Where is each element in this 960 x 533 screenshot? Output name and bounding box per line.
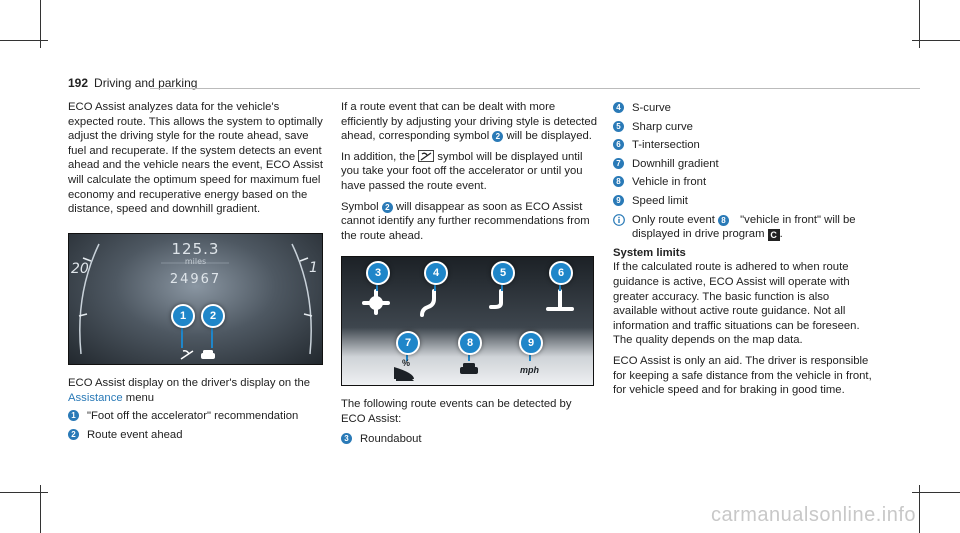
callout-badge: 6: [613, 139, 624, 151]
list-item: 6 T-intersection: [613, 138, 875, 153]
foot-off-accelerator-icon: [418, 149, 435, 162]
crop-mark: [0, 492, 48, 493]
paragraph-route-event: If a route event that can be dealt with …: [341, 100, 597, 144]
assistance-menu-link[interactable]: Assistance: [68, 391, 123, 404]
marker-8: 8: [458, 331, 482, 355]
route-events-figure: 3 4 5 6 7 8 9 % mph: [341, 256, 594, 386]
marker-stem: [211, 322, 213, 348]
system-limits-heading: System limits: [613, 246, 686, 259]
text: will be displayed.: [506, 130, 592, 143]
list-item: 4 S-curve: [613, 101, 875, 116]
callout-badge: 2: [381, 201, 393, 213]
percent-label: %: [402, 358, 411, 368]
text: If a route event that can be dealt with …: [341, 101, 597, 143]
eco-assist-display-figure: 125.3 miles 24967 20 1 1 2: [68, 233, 323, 365]
marker-7: 7: [396, 331, 420, 355]
dial-right-label: 1: [309, 260, 318, 276]
marker-1: 1: [171, 304, 195, 328]
caption-text: ECO Assist display on the driver's displ…: [68, 377, 311, 389]
crop-mark: [40, 485, 41, 533]
marker-stem: [529, 349, 531, 361]
section-title: Driving and parking: [94, 76, 198, 90]
crop-mark: [912, 40, 960, 41]
text: "vehicle in front" will be displayed in …: [632, 213, 856, 241]
list-item-text: Route event ahead: [87, 428, 183, 441]
info-icon: [613, 213, 625, 226]
header-rule: [150, 88, 920, 89]
list-item-text: Speed limit: [632, 194, 688, 207]
crop-mark: [919, 485, 920, 533]
list-item-text: Roundabout: [360, 433, 422, 446]
mph-label: mph: [520, 365, 539, 375]
gauge-decoration: [78, 243, 313, 355]
column-3: 4 S-curve 5 Sharp curve 6 T-intersection…: [613, 101, 875, 404]
list-item-text: Vehicle in front: [632, 176, 707, 189]
odometer-readout: 24967: [169, 272, 222, 287]
callout-badge: 2: [492, 131, 504, 143]
list-item-text: "Foot off the accelerator" recommendatio…: [87, 410, 299, 423]
list-item-text: Downhill gradient: [632, 157, 719, 170]
list-item: 9 Speed limit: [613, 194, 875, 209]
foot-off-and-car-icon: [180, 350, 215, 360]
column-1: ECO Assist analyzes data for the vehicle…: [68, 100, 324, 223]
marker-5: 5: [491, 261, 515, 285]
list-item: 2 Route event ahead: [68, 428, 328, 443]
callout-badge: 8: [613, 176, 624, 188]
crop-mark: [919, 0, 920, 48]
drive-program-c-icon: C: [767, 229, 780, 242]
column-2: If a route event that can be dealt with …: [341, 100, 597, 249]
marker-9: 9: [519, 331, 543, 355]
system-limits-paragraph: If the calculated route is adhered to wh…: [613, 261, 860, 347]
callout-badge: 1: [68, 410, 79, 422]
marker-3: 3: [366, 261, 390, 285]
list-item: 3 Roundabout: [341, 432, 597, 447]
intro-paragraph: ECO Assist analyzes data for the vehicle…: [68, 101, 323, 216]
page-header: 192 Driving and parking: [68, 76, 197, 90]
speed-readout: 125.3: [171, 240, 220, 258]
note: Only route event 8 "vehicle in front" wi…: [613, 213, 875, 242]
text: will disappear as soon as ECO Assist can…: [341, 200, 590, 242]
following-paragraph: The following route events can be detect…: [341, 398, 572, 425]
text: Only route event: [632, 213, 715, 226]
callout-badge: 4: [613, 102, 624, 113]
callout-badge: 9: [613, 194, 624, 206]
marker-stem: [406, 349, 408, 361]
crop-mark: [912, 492, 960, 493]
marker-2: 2: [201, 304, 225, 328]
text: In addition, the: [341, 150, 416, 163]
callout-badge: 2: [68, 428, 79, 440]
figure-caption: ECO Assist display on the driver's displ…: [68, 376, 328, 405]
route-event-icons: [362, 289, 574, 381]
figure-2-following: The following route events can be detect…: [341, 397, 597, 451]
caption-suffix: menu: [125, 391, 155, 404]
callout-badge: 7: [613, 157, 624, 169]
callout-badge: 5: [613, 120, 624, 132]
list-item-text: S-curve: [632, 102, 671, 114]
callout-badge: 3: [341, 433, 352, 445]
note-text: Only route event 8 "vehicle in front" wi…: [632, 213, 856, 242]
page-number: 192: [68, 76, 89, 90]
unit-label: miles: [184, 257, 207, 266]
list-item: 5 Sharp curve: [613, 120, 875, 135]
crop-mark: [40, 0, 41, 48]
figure-1-caption-block: ECO Assist display on the driver's displ…: [68, 376, 328, 446]
list-item-text: Sharp curve: [632, 120, 693, 133]
list-item: 7 Downhill gradient: [613, 157, 875, 172]
watermark: carmanualsonline.info: [710, 504, 916, 526]
list-item-text: T-intersection: [632, 139, 700, 152]
list-item: 1 "Foot off the accelerator" recommendat…: [68, 409, 328, 424]
list-item: 8 Vehicle in front: [613, 175, 875, 190]
text: symbol will be displayed until you take …: [341, 150, 583, 192]
marker-6: 6: [549, 261, 573, 285]
text: Symbol: [341, 200, 379, 213]
marker-stem: [181, 322, 183, 348]
paragraph-symbol: In addition, the symbol will be displaye…: [341, 149, 597, 194]
driver-responsibility-paragraph: ECO Assist is only an aid. The driver is…: [613, 354, 872, 397]
paragraph-symbol-disappear: Symbol 2 will disappear as soon as ECO A…: [341, 200, 597, 244]
marker-stem: [468, 349, 470, 361]
crop-mark: [0, 40, 48, 41]
marker-4: 4: [424, 261, 448, 285]
dial-left-label: 20: [71, 261, 89, 277]
callout-badge: 8: [718, 214, 730, 226]
